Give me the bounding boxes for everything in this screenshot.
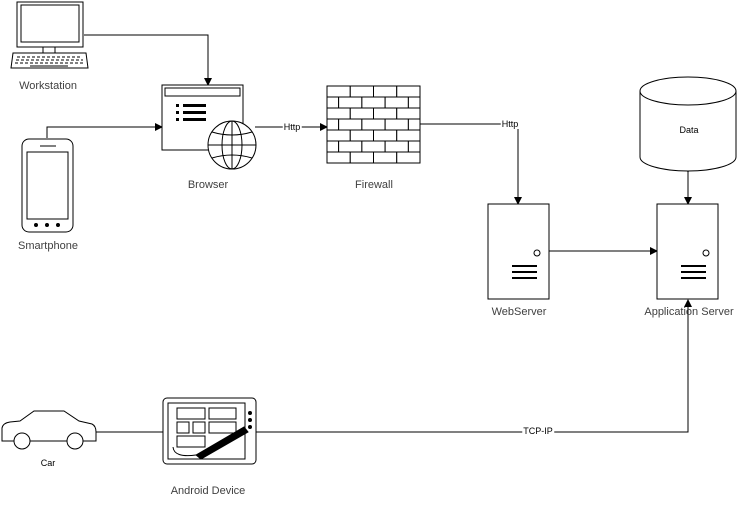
brick [361, 96, 386, 109]
edge-label-android-appserver: TCP-IP [522, 426, 554, 436]
database-cylinder-icon [639, 76, 737, 172]
edge-workstation-browser [84, 34, 212, 86]
brick [384, 140, 409, 153]
label-webserver: WebServer [491, 306, 547, 318]
brick [407, 118, 421, 131]
brick [373, 107, 398, 120]
brick [326, 140, 340, 153]
server-tower-icon [656, 203, 719, 300]
brick [338, 118, 363, 131]
brick [349, 85, 374, 98]
label-android-device: Android Device [170, 485, 246, 497]
edge-label-browser-firewall: Http [282, 122, 302, 132]
brick [326, 129, 351, 142]
brick [326, 151, 351, 164]
edge-firewall-webserver [420, 123, 522, 205]
label-application-server: Application Server [644, 306, 734, 318]
brick [407, 96, 421, 109]
brick [349, 129, 374, 142]
brick [326, 118, 340, 131]
brick [396, 85, 421, 98]
brick-wall-icon [326, 85, 421, 164]
label-workstation: Workstation [19, 80, 77, 92]
car-icon [1, 410, 97, 450]
brick [361, 118, 386, 131]
brick [396, 129, 421, 142]
brick [326, 107, 351, 120]
brick [361, 140, 386, 153]
brick [326, 96, 340, 109]
label-browser: Browser [187, 179, 229, 191]
brick [373, 151, 398, 164]
brick [349, 151, 374, 164]
browser-globe-icon [161, 84, 257, 170]
brick [407, 140, 421, 153]
label-smartphone: Smartphone [18, 240, 78, 252]
desktop-computer-icon [10, 1, 89, 69]
brick [326, 85, 351, 98]
brick [338, 140, 363, 153]
brick [384, 118, 409, 131]
edge-android-appserver [256, 299, 692, 433]
label-data: Data [679, 125, 699, 135]
edge-smartphone-browser [46, 123, 163, 138]
brick [373, 85, 398, 98]
tablet-stylus-icon [162, 397, 257, 465]
brick [338, 96, 363, 109]
brick [384, 96, 409, 109]
brick [396, 107, 421, 120]
edge-label-firewall-webserver: Http [500, 119, 520, 129]
brick [396, 151, 421, 164]
smartphone-icon [21, 138, 74, 233]
label-firewall: Firewall [355, 179, 393, 191]
label-car: Car [40, 458, 56, 468]
brick [373, 129, 398, 142]
server-tower-icon [487, 203, 550, 300]
brick [349, 107, 374, 120]
